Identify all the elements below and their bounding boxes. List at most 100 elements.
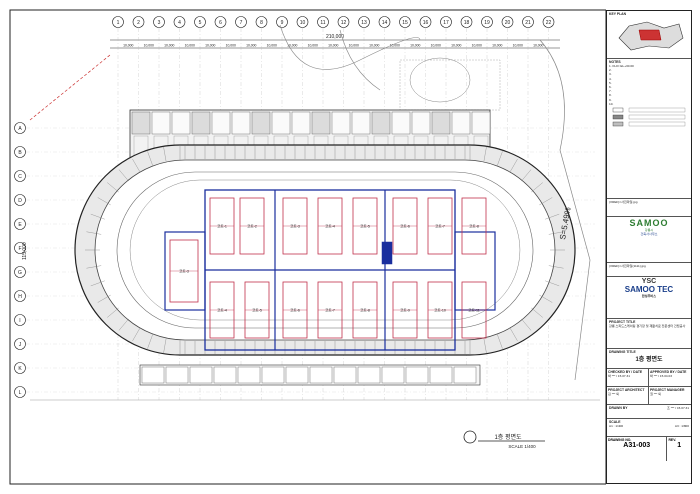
designer-manager-row: PROJECT ARCHITECT 김 *** 외 PROJECT MANAGE… [607,387,691,405]
drawn-by-label: DRAWN BY [609,406,628,410]
grid-column-10: 10 [296,16,309,28]
svg-text:1: 1 [117,20,120,26]
checked-by-label: CHECKED BY / DATE [608,370,643,374]
svg-text:20: 20 [505,20,511,26]
scale-label: SCALE [609,420,621,424]
drawing-title-section: DRAWING TITLE 1층 평면도 [607,349,691,369]
bay-dimension-text: 10,000 [369,44,379,48]
grid-column-21: 21 [522,16,534,28]
grid-column-16: 16 [419,16,432,28]
note-item: 6. [609,85,612,90]
svg-text:G: G [18,270,22,276]
grid-row-G: G [14,266,26,278]
grid-column-18: 18 [460,16,473,28]
grid-row-C: C [14,170,26,182]
svg-text:C: C [18,174,22,180]
grid-column-9: 9 [276,16,288,28]
svg-text:17: 17 [443,20,449,26]
svg-text:14: 14 [382,20,388,26]
grid-column-3: 3 [153,16,165,28]
approved-by-label: APPROVED BY / DATE [650,370,687,374]
grid-column-22: 22 [542,16,555,28]
grid-row-B: B [14,146,26,158]
svg-text:8: 8 [260,20,263,26]
court-bottom-8: 코트-11 [461,281,487,339]
drawing-number-row: DRAWING NO. A31-003 REV. 1 [607,437,691,461]
court-bottom-2: 코트-5 [244,281,270,339]
bay-dimension-text: 10,000 [123,44,133,48]
court-side-west: 코트-3 [169,239,199,303]
top-dimension-line: 210,000 [110,34,560,49]
grid-column-8: 8 [255,16,268,28]
key-plan-map [618,21,684,51]
court-top-7: 코트-7 [427,197,453,255]
svg-text:19: 19 [484,20,490,26]
bay-dimension-text: 10,000 [349,44,359,48]
bay-dimension-text: 10,000 [205,44,215,48]
samoo-logo: SAMOO [629,218,669,228]
svg-text:F: F [18,246,21,252]
check-approve-row: CHECKED BY / DATE 박 *** / 15.07.31 APPRO… [607,369,691,387]
drawn-by-value: 조 *** / 15.07.31 [667,406,689,410]
designer-value: 김 *** 외 [608,392,620,396]
key-plan-label: KEY PLAN [609,12,627,16]
image-ref-2-text: (XREF)=사진파일(1111).jpg [609,264,646,268]
overall-dimension-text: 210,000 [326,34,344,40]
bay-dimension-text: 10,000 [328,44,338,48]
grid-row-F: F [14,242,26,254]
key-plan-section: KEY PLAN [607,11,691,59]
court-bottom-7: 코트-10 [427,281,453,339]
grid-row-J: J [14,338,26,350]
bay-dimension-text: 10,000 [226,44,236,48]
svg-text:K: K [18,366,22,372]
drawing-no-value: A31-003 [623,442,651,449]
svg-text:15: 15 [402,20,408,26]
scale-section: SCALE A1 : 1/400 A3 : 1/800 [607,419,691,437]
project-title-label: PROJECT TITLE [609,320,636,324]
grid-row-L: L [14,386,26,398]
drawing-title-text: 1층 평면도 [494,433,522,441]
bay-dimension-text: 10,000 [185,44,195,48]
svg-text:13: 13 [361,20,367,26]
court-bottom-5: 코트-8 [352,281,378,339]
bay-dimension-text: 10,000 [390,44,400,48]
svg-text:D: D [18,198,22,204]
manager-label: PROJECT MANAGER [650,388,685,392]
grid-column-11: 11 [317,16,329,28]
grid-column-4: 4 [173,16,186,28]
bay-dimension-text: 10,000 [431,44,441,48]
grid-column-6: 6 [214,16,227,28]
grid-column-14: 14 [378,16,391,28]
checked-by-value: 박 *** / 15.07.31 [608,374,630,378]
svg-text:4: 4 [178,20,181,26]
svg-text:코트-8: 코트-8 [469,225,479,229]
project-title-section: PROJECT TITLE 강릉 스피드스케이팅 경기장 및 재활치료 전문센터… [607,319,691,349]
rev-value: 1 [677,442,682,449]
image-ref-1-text: (XREF)=사진파일.jpg [609,200,638,204]
svg-text:18: 18 [464,20,470,26]
note-item: 3. [609,72,612,77]
drawing-scale-text: SCALE 1/400 [508,444,536,449]
designer-label: PROJECT ARCHITECT [608,388,645,392]
side-dimension-text: 115,000 [22,242,28,260]
note-item: 9. [609,97,612,102]
drawn-by-section: DRAWN BY 조 *** / 15.07.31 [607,405,691,419]
note-item: 5. [609,80,612,85]
svg-text:코트-3: 코트-3 [290,225,300,229]
drawing-title-label: 1층 평면도 SCALE 1/400 [463,430,545,449]
image-ref-section-1: (XREF)=사진파일.jpg [607,199,691,217]
svg-text:코트-9: 코트-9 [400,309,410,313]
svg-text:코트-3: 코트-3 [179,270,189,274]
court-top-6: 코트-6 [392,197,418,255]
grid-column-1: 1 [112,16,124,28]
grid-column-5: 5 [194,16,206,28]
svg-text:J: J [19,342,22,348]
court-top-3: 코트-3 [282,197,308,255]
svg-text:12: 12 [341,20,347,26]
arena-stands [74,144,576,356]
court-bottom-3: 코트-6 [282,281,308,339]
